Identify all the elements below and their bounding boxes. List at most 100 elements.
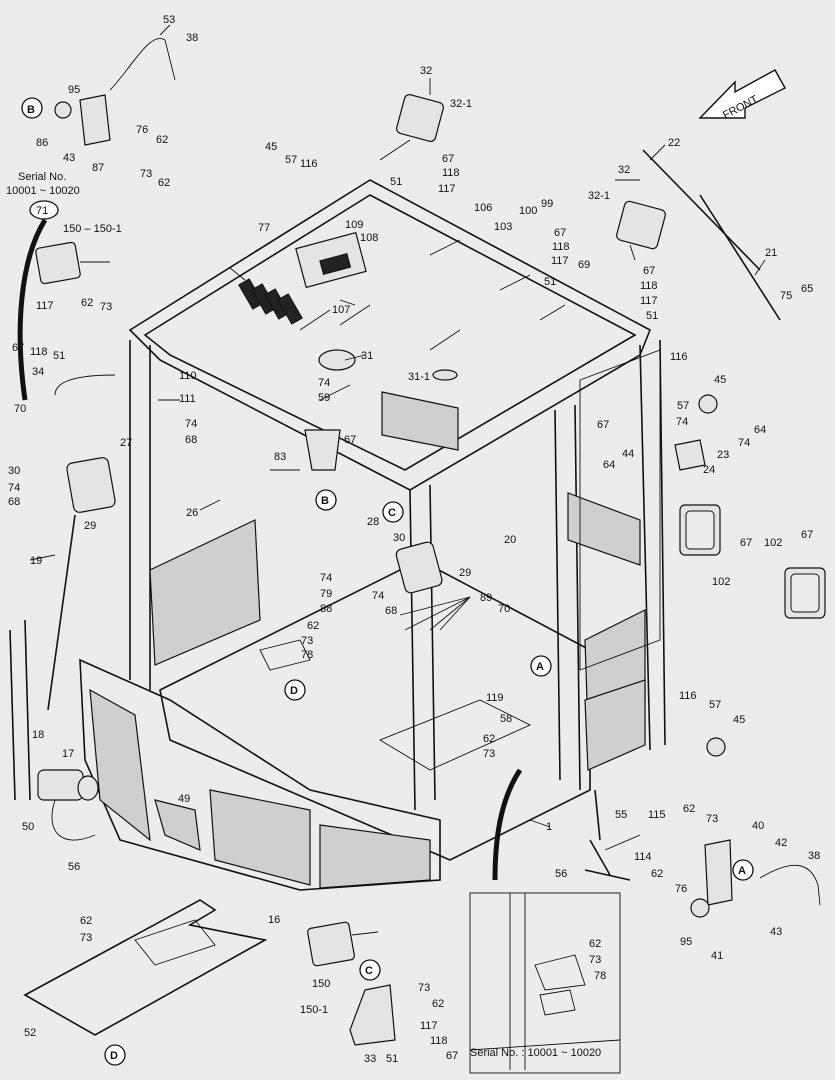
part-label: 32	[618, 164, 630, 176]
part-label: 62	[307, 620, 319, 632]
part-label: 68	[385, 605, 397, 617]
callout-71-arrow	[17, 218, 48, 401]
part-label: 76	[675, 883, 687, 895]
part-label: 51	[544, 276, 556, 288]
part-label: 56	[555, 868, 567, 880]
part-label: 67	[554, 227, 566, 239]
part-label: 107	[332, 304, 350, 316]
knob-45-top	[698, 394, 718, 414]
part-label: 42	[775, 837, 787, 849]
part-label: 43	[770, 926, 782, 938]
part-label: 16	[268, 914, 280, 926]
part-label: 51	[53, 350, 65, 362]
part-label: 51	[646, 310, 658, 322]
room-lamp	[432, 369, 458, 381]
part-label: 62	[156, 134, 168, 146]
part-label: 58	[500, 713, 512, 725]
part-label: 57	[677, 400, 689, 412]
part-label: 67	[801, 529, 813, 541]
part-label: 118	[30, 346, 48, 358]
part-label: 19	[30, 555, 42, 567]
part-label: 30	[8, 465, 20, 477]
part-label: 150 – 150-1	[63, 223, 122, 235]
plate-52	[23, 899, 268, 1036]
washer-motor	[37, 769, 99, 841]
part-label: 45	[733, 714, 745, 726]
part-label: 116	[670, 351, 688, 363]
part-labels: 53 38 95 86 43 87 76 62 73 62 Serial No.…	[6, 14, 820, 1065]
part-label: 68	[185, 434, 197, 446]
rail-55	[594, 789, 601, 841]
part-label: 49	[178, 793, 190, 805]
part-label: 73	[589, 954, 601, 966]
part-label: 117	[420, 1020, 438, 1032]
part-label: 88	[320, 603, 332, 615]
work-lamp-front-left	[379, 94, 444, 161]
part-label: 23	[717, 449, 729, 461]
part-label: 117	[438, 183, 456, 195]
part-label: 117	[551, 255, 569, 267]
part-label: 32-1	[588, 190, 610, 202]
part-label: 38	[808, 850, 820, 862]
leader-lines	[29, 24, 766, 851]
callout-inset-arrow	[492, 768, 523, 881]
part-label: 67	[442, 153, 454, 165]
part-label: 150	[312, 978, 330, 990]
part-label: 43	[63, 152, 75, 164]
part-label: 75	[780, 290, 792, 302]
work-lamp-c	[307, 921, 379, 967]
part-label: 62	[80, 915, 92, 927]
part-label: 40	[752, 820, 764, 832]
part-label: 31	[361, 350, 373, 362]
circle-a-label: A	[536, 661, 544, 673]
part-label: 51	[390, 176, 402, 188]
bracket-24	[674, 439, 706, 471]
part-label: 33	[364, 1053, 376, 1065]
knob-95-left	[54, 101, 72, 119]
part-label: 57	[709, 699, 721, 711]
part-label: 53	[163, 14, 175, 26]
part-label: 67	[643, 265, 655, 277]
part-label: 78	[301, 649, 313, 661]
mirror-right	[395, 541, 443, 594]
part-label: 118	[552, 241, 570, 253]
part-label: 17	[62, 748, 74, 760]
part-label: 62	[81, 297, 93, 309]
part-label: 62	[683, 803, 695, 815]
part-label: 87	[92, 162, 104, 174]
circle-b2-label: B	[321, 495, 329, 507]
part-label: 74	[738, 437, 750, 449]
part-label: 62	[483, 733, 495, 745]
circle-c-label: C	[388, 507, 396, 519]
part-label: 73	[301, 635, 313, 647]
circle-a2-label: A	[738, 865, 746, 877]
part-label: 118	[640, 280, 658, 292]
part-label: 67	[740, 537, 752, 549]
inset-detail-panel	[469, 892, 621, 1074]
serial-label-top: Serial No.	[18, 171, 66, 183]
cup-holder	[304, 429, 341, 471]
part-label: 45	[265, 141, 277, 153]
part-label: 41	[711, 950, 723, 962]
part-label: 62	[158, 177, 170, 189]
part-label: 55	[615, 809, 627, 821]
part-label: 62	[589, 938, 601, 950]
part-label: 111	[179, 393, 196, 405]
part-label: 30	[393, 532, 405, 544]
part-label: 69	[578, 259, 590, 271]
wiper-right	[642, 149, 781, 321]
wiper-front	[9, 514, 76, 801]
part-label: 73	[100, 301, 112, 313]
part-label: 28	[367, 516, 379, 528]
part-label: 57	[285, 154, 297, 166]
bracket-86	[79, 94, 111, 146]
part-label: 18	[32, 729, 44, 741]
part-label: 45	[714, 374, 726, 386]
part-label: 99	[541, 198, 553, 210]
part-label: 76	[136, 124, 148, 136]
part-label: 50	[22, 821, 34, 833]
part-label: 74	[372, 590, 384, 602]
part-label: 100	[519, 205, 537, 217]
side-door-frame	[579, 349, 661, 671]
